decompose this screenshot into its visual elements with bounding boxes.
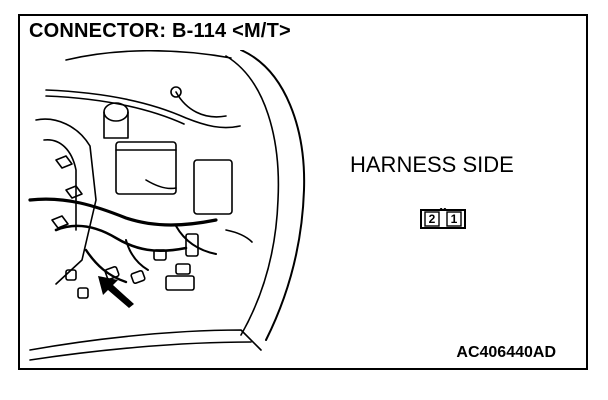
figure-code: AC406440AD: [456, 344, 556, 361]
pin-1: 1: [450, 212, 458, 226]
connector-title: CONNECTOR: B-114 <M/T>: [29, 20, 291, 42]
pin-2: 2: [428, 212, 436, 226]
pointer-arrow-icon: [98, 276, 134, 308]
diagram-frame: CONNECTOR: B-114 <M/T>: [18, 14, 588, 370]
harness-side-label: HARNESS SIDE: [350, 152, 514, 177]
engine-bay-illustration: [28, 50, 306, 361]
